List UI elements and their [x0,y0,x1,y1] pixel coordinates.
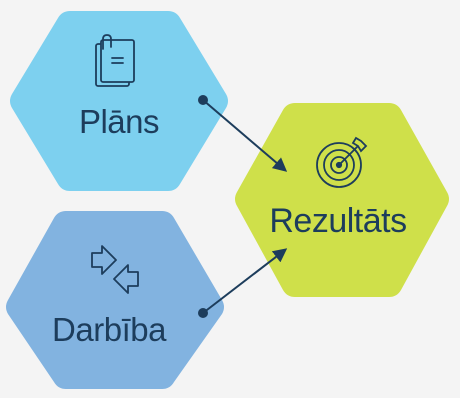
hexagon-darbiba [6,211,224,389]
document-stack-icon [95,34,135,87]
hexagon-rezultats [235,103,449,297]
connector-plans-rezultats [202,99,288,172]
connector-darbiba-rezultats [202,248,288,314]
node-label-rezultats: Rezultāts [269,202,407,240]
connector-start-dot-plans [198,95,208,105]
node-label-darbiba: Darbība [52,311,166,348]
target-arrow-icon [316,136,368,188]
hexagon-plans [10,11,228,191]
node-label-plans: Plāns [78,103,160,140]
swap-arrows-icon [91,245,139,294]
connector-start-dot-darbiba [198,308,208,318]
